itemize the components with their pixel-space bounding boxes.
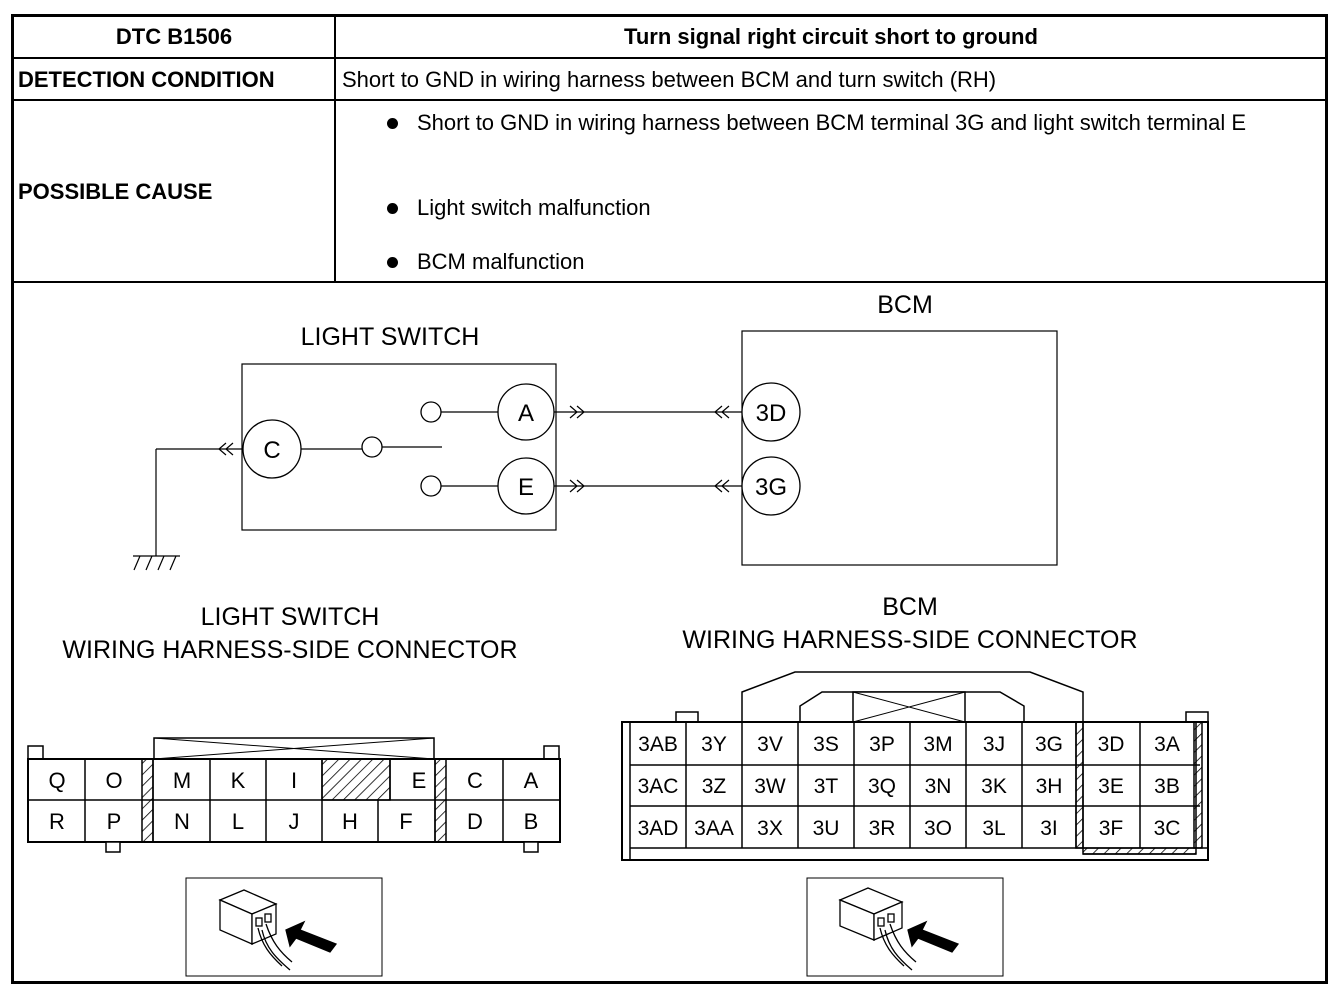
dtc-title: Turn signal right circuit short to groun… [624, 24, 1038, 49]
pin-label: 3F [1099, 817, 1124, 840]
detection-condition-label: DETECTION CONDITION [18, 67, 275, 92]
bcm-box [741, 330, 1058, 566]
bcm-connector-title-2: WIRING HARNESS-SIDE CONNECTOR [682, 626, 1137, 654]
pin-label: 3G [1035, 733, 1063, 756]
light-switch-title: LIGHT SWITCH [301, 323, 480, 351]
bcm-terminal-3g [741, 456, 801, 516]
connector-view-inset-left [185, 877, 383, 977]
terminal-a-label: A [518, 400, 534, 427]
bcm-title: BCM [877, 291, 933, 319]
terminal-c-label: C [263, 437, 280, 464]
pin-label: H [342, 809, 358, 834]
ground-wire [133, 442, 242, 571]
pin-label: 3Z [702, 775, 727, 798]
pin-label: 3R [869, 817, 896, 840]
possible-cause-label: POSSIBLE CAUSE [18, 179, 213, 204]
pin-label: 3H [1036, 775, 1063, 798]
row-divider [11, 57, 1328, 59]
bullet-icon [387, 203, 398, 214]
terminal-3d-label: 3D [756, 400, 787, 427]
light-switch-connector [27, 737, 561, 853]
pin-label: 3L [982, 817, 1005, 840]
pin-label: B [524, 809, 539, 834]
pin-label: 3D [1098, 733, 1125, 756]
row-divider [11, 99, 1328, 101]
pin-label: 3M [923, 733, 952, 756]
pin-label: 3N [925, 775, 952, 798]
column-divider [334, 14, 336, 282]
cause-text: Light switch malfunction [417, 195, 651, 220]
terminal-e-label: E [518, 474, 534, 501]
cause-text: BCM malfunction [417, 249, 585, 274]
bcm-connector-pins: 3AB 3Y 3V 3S 3P 3M 3J 3G 3D 3A 3AC 3Z 3W… [638, 733, 1181, 840]
pin-label: 3Y [701, 733, 727, 756]
pin-label: O [105, 768, 122, 793]
pin-label: 3B [1154, 775, 1180, 798]
pin-label: L [232, 809, 244, 834]
dtc-code: DTC B1506 [115, 24, 233, 49]
pin-label: 3I [1040, 817, 1058, 840]
detection-condition-value: Short to GND in wiring harness between B… [342, 67, 997, 92]
pin-label: F [399, 809, 412, 834]
ls-connector-title-1: LIGHT SWITCH [201, 603, 380, 631]
bcm-connector [621, 671, 1209, 861]
terminal-3g-label: 3G [755, 474, 787, 501]
pin-label: 3K [981, 775, 1007, 798]
pin-label: J [289, 809, 300, 834]
bullet-icon [387, 257, 398, 268]
pin-label: 3V [757, 733, 783, 756]
pin-label: 3U [813, 817, 840, 840]
pin-label: 3Q [868, 775, 896, 798]
row-divider [11, 281, 1328, 283]
pin-label: P [107, 809, 122, 834]
cause-text: Short to GND in wiring harness between B… [417, 110, 1247, 135]
pin-label: 3AD [638, 817, 679, 840]
bcm-terminal-3d [741, 382, 801, 442]
pin-label: 3O [924, 817, 952, 840]
ls-connector-pins: Q O M K I E C A R P N L J H F D B [48, 768, 538, 834]
pin-label: 3W [754, 775, 786, 798]
pin-label: 3T [814, 775, 839, 798]
pin-label: C [467, 768, 483, 793]
light-switch-box [241, 363, 557, 531]
ls-connector-title-2: WIRING HARNESS-SIDE CONNECTOR [62, 636, 517, 664]
pin-label: 3P [869, 733, 895, 756]
pin-label: I [291, 768, 297, 793]
pin-label: K [231, 768, 246, 793]
bullet-icon [387, 118, 398, 129]
pin-label: 3AC [638, 775, 679, 798]
connector-view-inset-right [806, 877, 1004, 977]
pin-label: 3E [1098, 775, 1124, 798]
document-frame [11, 14, 1328, 984]
pin-label: 3S [813, 733, 839, 756]
pin-label: D [467, 809, 483, 834]
pin-label: 3X [757, 817, 783, 840]
pin-label: A [524, 768, 539, 793]
pin-label: 3AB [638, 733, 678, 756]
switch-internals [242, 383, 555, 515]
pin-label: 3AA [694, 817, 734, 840]
pin-label: 3A [1154, 733, 1180, 756]
pin-label: M [173, 768, 191, 793]
harness-wires [554, 405, 742, 493]
pin-label: 3J [983, 733, 1005, 756]
pin-label: N [174, 809, 190, 834]
pin-label: E [412, 768, 427, 793]
pin-label: R [49, 809, 65, 834]
bcm-connector-title-1: BCM [882, 593, 938, 621]
pin-label: 3C [1154, 817, 1181, 840]
pin-label: Q [48, 768, 65, 793]
